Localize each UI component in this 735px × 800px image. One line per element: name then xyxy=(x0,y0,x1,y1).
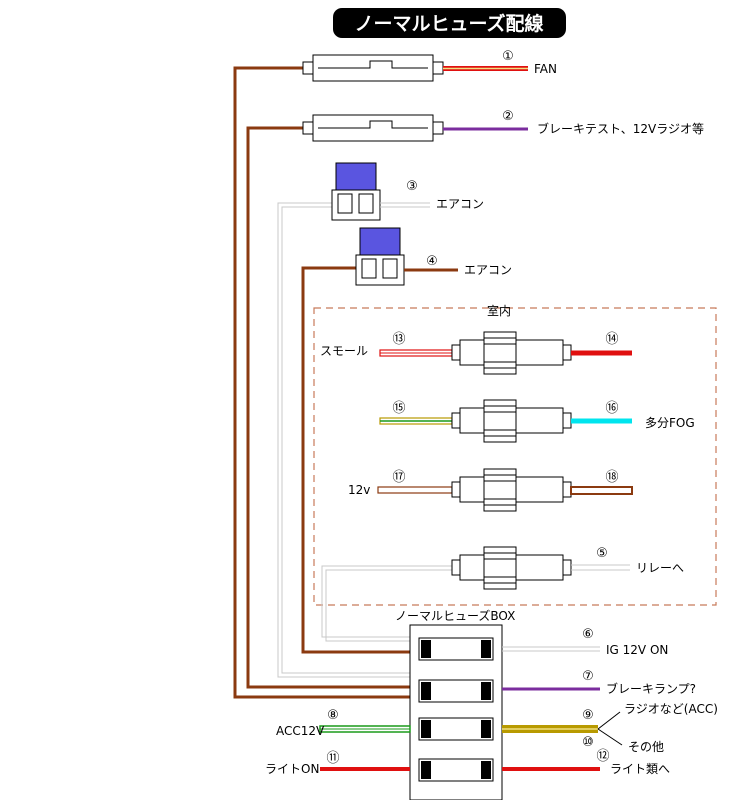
fuse-box-slot-3 xyxy=(418,717,494,741)
wire-gray-relay-b xyxy=(325,569,455,642)
page-title: ノーマルヒューズ配線 xyxy=(354,12,543,35)
label-n13: ⑬ xyxy=(392,332,405,347)
wire-brown-1 xyxy=(233,66,410,699)
label-12v: 12v xyxy=(348,483,370,497)
label-n3: ③ xyxy=(406,179,418,194)
label-n17: ⑰ xyxy=(392,470,405,485)
connector-13-14 xyxy=(379,331,632,375)
connector-17-18 xyxy=(377,468,633,512)
fuse-holder-1 xyxy=(302,54,444,82)
label-n14: ⑭ xyxy=(605,332,618,347)
wire-brown-2 xyxy=(246,126,410,689)
label-acc12v: ACC12V xyxy=(276,724,325,738)
label-n16: ⑯ xyxy=(605,401,618,416)
label-n7: ⑦ xyxy=(582,669,594,684)
label-brake-test: ブレーキテスト、12Vラジオ等 xyxy=(537,121,704,136)
label-n1: ① xyxy=(502,49,514,64)
label-aircon-2: エアコン xyxy=(464,263,512,277)
label-n12: ⑫ xyxy=(596,749,609,764)
label-n9: ⑨ xyxy=(582,708,594,723)
label-n15: ⑮ xyxy=(392,401,405,416)
label-brake-lamp: ブレーキランプ? xyxy=(606,681,696,696)
connector-5 xyxy=(451,546,630,590)
label-n5: ⑤ xyxy=(596,546,608,561)
label-n4: ④ xyxy=(426,254,438,269)
label-radio-acc: ラジオなど(ACC) xyxy=(624,702,718,716)
label-n8: ⑧ xyxy=(327,708,339,723)
label-ig12v: IG 12V ON xyxy=(606,643,668,657)
label-light-on: ライトON xyxy=(265,762,319,776)
label-others: その他 xyxy=(628,740,664,754)
label-to-relay: リレーへ xyxy=(636,561,684,575)
fuse-box-slot-4 xyxy=(418,758,494,782)
fuse-box-slot-1 xyxy=(418,637,494,661)
label-fog: 多分FOG xyxy=(645,416,695,430)
indoor-region xyxy=(313,307,717,606)
wire-gray-3b xyxy=(281,206,410,674)
wire-brown-4 xyxy=(301,266,410,654)
label-n18: ⑱ xyxy=(605,470,618,485)
label-n2: ② xyxy=(502,109,514,124)
connector-15-16 xyxy=(379,399,632,443)
title-banner: ノーマルヒューズ配線 xyxy=(333,8,566,38)
fuse-holder-2 xyxy=(302,114,444,142)
label-fan: FAN xyxy=(534,62,557,76)
label-aircon-1: エアコン xyxy=(436,197,484,211)
fuse-box-label: ノーマルヒューズBOX xyxy=(395,608,515,623)
label-small: スモール xyxy=(320,344,368,358)
label-n10: ⑩ xyxy=(582,735,594,750)
mini-fuse-3 xyxy=(331,162,381,221)
fuse-box-slot-2 xyxy=(418,679,494,703)
wire-gray-relay-a xyxy=(321,565,455,638)
label-lights: ライト類へ xyxy=(610,762,670,776)
label-n11: ⑪ xyxy=(326,751,339,766)
indoor-label: 室内 xyxy=(487,303,511,318)
wire-gray-3a xyxy=(277,202,410,678)
label-n6: ⑥ xyxy=(582,627,594,642)
mini-fuse-4 xyxy=(355,227,405,286)
